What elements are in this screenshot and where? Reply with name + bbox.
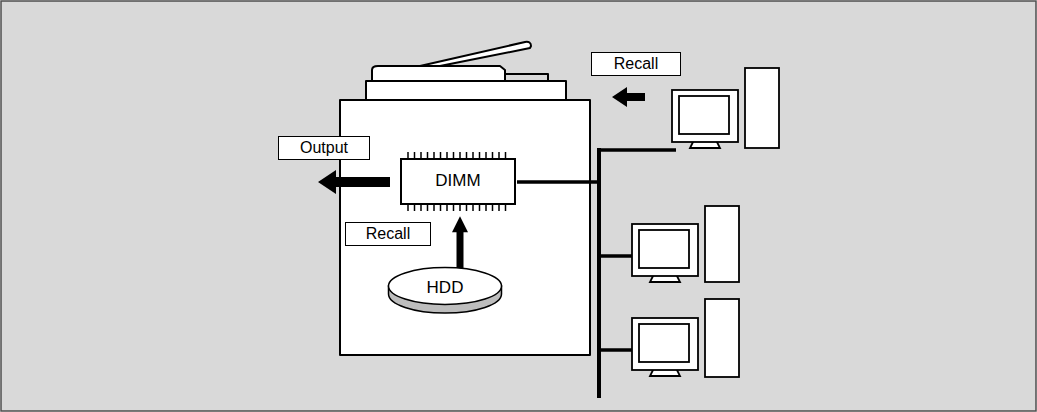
pin [492,205,494,211]
feeder-exit [505,74,548,81]
scanner-unit [366,81,566,100]
screen [679,96,729,134]
pin [407,205,409,211]
pin [459,205,461,211]
pin [472,205,474,211]
pin [485,205,487,211]
node-text: Recall [614,55,658,73]
monitor [672,90,738,142]
pin [427,205,429,211]
monitor [632,224,698,276]
node-text: HDD [427,279,464,298]
pin [420,205,422,211]
computers [632,68,779,377]
tower [745,68,779,148]
network-cable [517,180,599,184]
dimm-module: DIMM [400,158,516,205]
pin [505,205,507,211]
copier-body [340,100,590,355]
screen [639,324,689,362]
feeder-tray [420,42,531,66]
pin [453,205,455,211]
pin [498,205,500,211]
pin [446,205,448,211]
monitor [632,318,698,370]
computer [672,68,779,148]
output-arrow [318,170,390,194]
pin [479,205,481,211]
computer [632,299,739,377]
network-bus [597,148,601,398]
pin [433,205,435,211]
pin [414,205,416,211]
screen [639,230,689,268]
tower [705,206,739,282]
copier [340,42,590,355]
recall-arrow [457,229,464,270]
hdd-disk: HDD [387,266,503,316]
recall-arrow [612,87,645,107]
node-text: DIMM [435,172,480,191]
computer [632,206,739,282]
tower [705,299,739,377]
node-text: Recall [366,225,410,243]
recall-label: Recall [345,222,431,246]
network-branch [599,254,636,258]
network-branch [599,148,676,152]
network-branch [599,348,636,352]
output-label: Output [278,136,370,160]
document-feeder [372,66,505,81]
pin [466,205,468,211]
recall-label: Recall [591,52,681,76]
node-text: Output [300,139,348,157]
pin [440,205,442,211]
